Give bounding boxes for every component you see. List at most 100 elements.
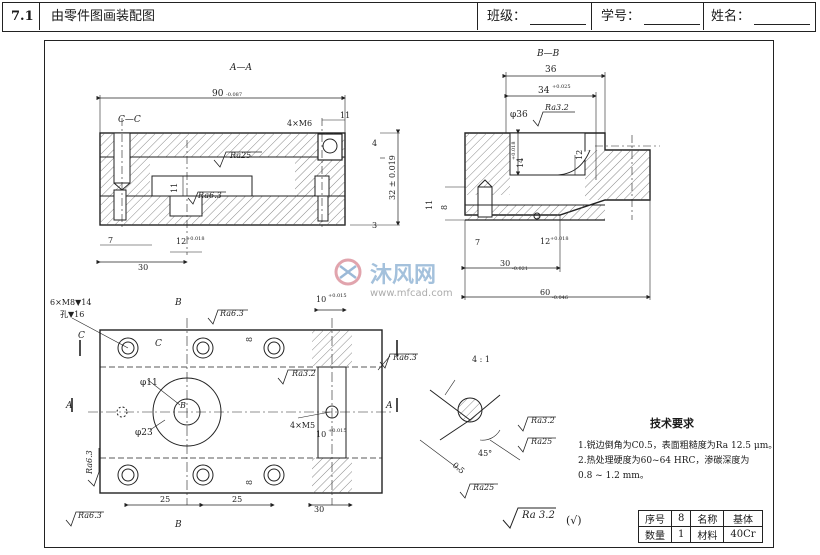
roughness-symbol <box>213 151 262 168</box>
dim-8-right: 8 <box>440 205 449 210</box>
roughness-ra25-c: Ra25 <box>472 483 494 492</box>
detail-scale-label: 4 : 1 <box>472 355 490 364</box>
dim-4xm5: 4×M5 <box>290 421 315 430</box>
dim-12-b: 12 <box>540 237 550 246</box>
roughness-symbol <box>379 353 418 369</box>
roughness-ra25-b: Ra25 <box>530 437 552 446</box>
section-b1-label: B <box>179 401 186 410</box>
qty-label: 数量 <box>638 526 672 543</box>
section-cc-label: C—C <box>118 115 141 125</box>
roughness-ra63-a: Ra6.3 <box>197 191 222 200</box>
roughness-ra25-a: Ra25 <box>229 151 251 160</box>
section-a-marker-right: A <box>385 401 393 411</box>
roughness-symbol <box>207 309 248 325</box>
header-divider <box>591 3 593 30</box>
dim-4xm6: 4×M6 <box>287 119 312 128</box>
watermark-logo-icon: 沐风网 www.mfcad.com <box>334 258 453 299</box>
roughness-ra63-c: Ra6.3 <box>392 353 417 362</box>
student-id-blank[interactable] <box>644 8 701 25</box>
dim-30-b: 30 <box>500 259 510 268</box>
roughness-symbol <box>517 416 556 432</box>
section-bb-label: B—B <box>536 49 560 59</box>
qty-value: 1 <box>670 526 692 543</box>
detail-view <box>419 379 521 471</box>
student-id-label: 学号： <box>601 9 641 24</box>
dim-7: 7 <box>108 236 113 245</box>
watermark-brand: 沐风网 <box>370 263 436 288</box>
roughness-symbol <box>532 111 575 127</box>
dim-3: 3 <box>372 221 377 230</box>
dim-12-tol: +0.018 <box>186 236 205 242</box>
header-divider <box>39 3 41 30</box>
roughness-symbol <box>517 437 556 453</box>
tech-requirement-line: 2.热处理硬度为60~64 HRC，渗碳深度为 <box>578 456 750 466</box>
seq-value: 8 <box>670 510 692 527</box>
dim-11-top: 11 <box>340 111 350 120</box>
dim-25-b: 25 <box>232 495 242 504</box>
plan-view <box>71 307 398 508</box>
tech-requirement-line: 1.锐边倒角为C0.5，表面粗糙度为Ra 12.5 μm。 <box>578 441 778 451</box>
dim-7-right: 7 <box>475 238 480 247</box>
dim-60-tol: -0.046 <box>552 295 568 301</box>
material-label: 材料 <box>690 526 725 543</box>
section-b-marker-top: B <box>174 298 182 308</box>
dim-12-right: 12 <box>575 150 584 160</box>
name-label: 姓名： <box>711 9 751 24</box>
dim-12: 12 <box>176 237 186 246</box>
title-block-row: 序号 8 名称 基体 <box>638 510 763 527</box>
dim-34-tol: +0.025 <box>552 84 571 90</box>
roughness-symbol <box>277 369 316 385</box>
dim-60: 60 <box>540 288 550 297</box>
dim-14: 14 <box>516 158 525 168</box>
header-divider <box>477 3 479 30</box>
dim-6xm8: 6×M8▼14 <box>50 298 91 307</box>
roughness-ra63-e: Ra6.3 <box>77 511 102 520</box>
material-value: 40Cr <box>723 526 763 543</box>
general-roughness-value: Ra 3.2 <box>521 510 555 521</box>
dim-10-b: 10 <box>316 430 326 439</box>
dim-90-tol: -0.087 <box>226 92 242 98</box>
dim-hole16: 孔▼16 <box>60 310 84 319</box>
section-c-inline: C <box>155 339 162 349</box>
tech-requirement-line: 0.8 ~ 1.2 mm。 <box>578 471 649 481</box>
name-blank[interactable] <box>754 8 811 25</box>
dim-11-right: 11 <box>425 200 434 210</box>
class-label: 班级： <box>487 9 527 24</box>
section-b-marker-bottom: B <box>174 520 182 530</box>
sheet-header: 7.1 由零件图画装配图 班级： 学号： 姓名： <box>2 2 816 32</box>
part-name-value: 基体 <box>723 510 763 527</box>
dim-30-c: 30 <box>314 505 324 514</box>
dim-phi23: φ23 <box>135 428 153 438</box>
section-c-marker-left: C <box>78 331 85 341</box>
section-title: 由零件图画装配图 <box>51 9 156 24</box>
dim-25-a: 25 <box>160 495 170 504</box>
dim-10-b-tol: +0.015 <box>328 428 347 434</box>
dim-36: 36 <box>545 65 557 75</box>
dim-8-a: 8 <box>245 337 254 342</box>
section-a-marker-left: A <box>65 401 73 411</box>
title-block-row: 数量 1 材料 40Cr <box>638 526 763 543</box>
section-number: 7.1 <box>11 9 34 24</box>
student-id-field[interactable]: 学号： <box>601 3 701 30</box>
dim-14-tol: +0.018 <box>511 141 517 160</box>
tech-requirements-title: 技术要求 <box>650 417 694 430</box>
roughness-ra63-b: Ra6.3 <box>219 309 244 318</box>
dim-phi36: φ36 <box>510 110 528 120</box>
watermark-url: www.mfcad.com <box>370 288 453 299</box>
part-name-label: 名称 <box>690 510 725 527</box>
dim-0-5: 0.5 <box>451 461 467 476</box>
name-field[interactable]: 姓名： <box>711 3 811 30</box>
class-blank[interactable] <box>530 8 587 25</box>
class-field[interactable]: 班级： <box>487 3 587 30</box>
dim-11-left: 11 <box>170 183 179 193</box>
title-block: 序号 8 名称 基体 数量 1 材料 40Cr <box>638 510 763 543</box>
dim-12-b-tol: +0.018 <box>550 236 569 242</box>
seq-label: 序号 <box>638 510 672 527</box>
dim-34: 34 <box>538 86 550 96</box>
dim-32: 32 ± 0.019 <box>388 155 397 200</box>
dim-90: 90 <box>212 89 224 99</box>
general-roughness-suffix: (√) <box>566 514 582 527</box>
roughness-ra63-d: Ra6.3 <box>85 450 94 475</box>
